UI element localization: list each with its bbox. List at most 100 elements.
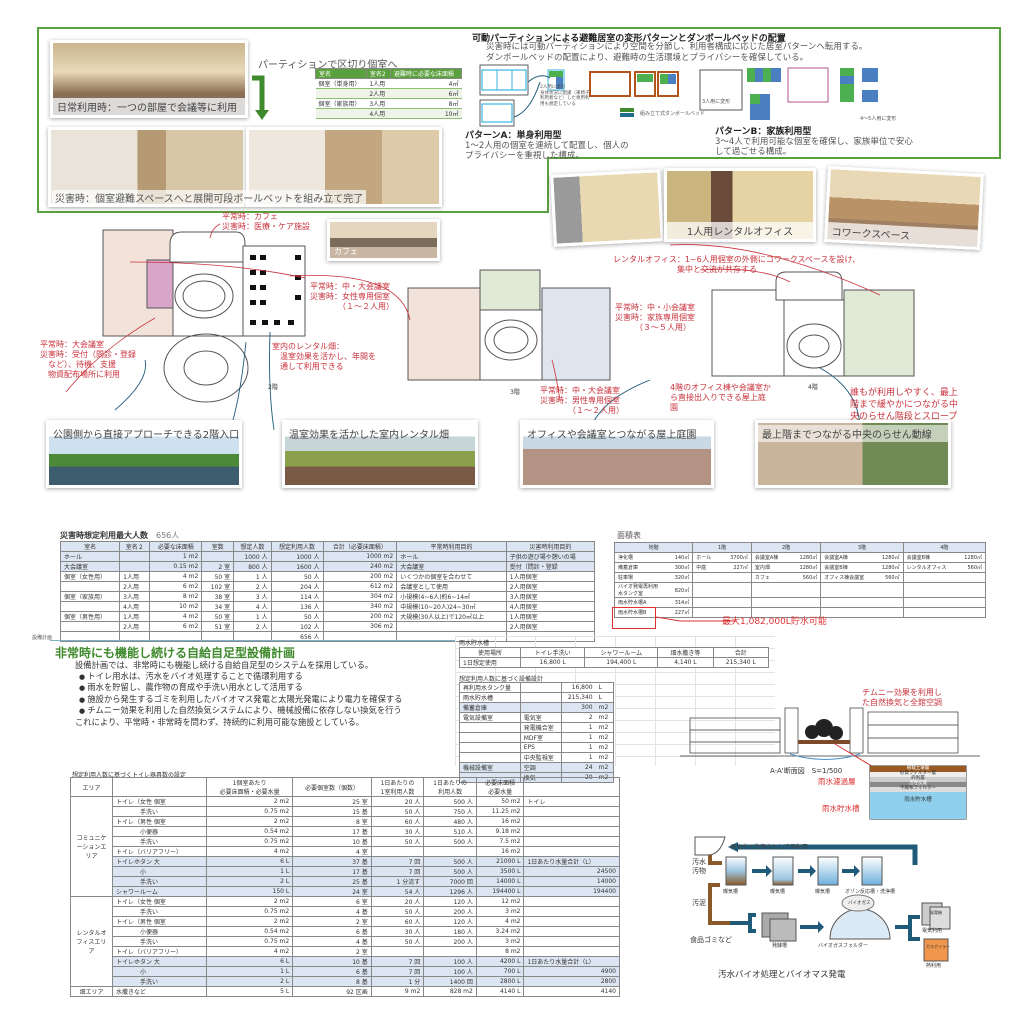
table-cell: 320㎡ <box>665 572 694 583</box>
table-cell <box>59 621 121 632</box>
table-cell: 6 基 <box>292 926 372 937</box>
table-cell: 16,800 <box>560 682 596 693</box>
table-cell: 2 <box>560 712 596 723</box>
table-cell: 5 L <box>205 986 294 997</box>
table-cell <box>519 692 562 703</box>
table-cell <box>423 846 477 857</box>
table-cell: 120 人 <box>423 916 477 927</box>
column-header: 災害時利用目的 <box>505 541 596 552</box>
table-cell: 50 人 <box>370 806 425 817</box>
table-cell: 700 L <box>475 966 525 977</box>
column-header: 室名 <box>59 541 121 552</box>
table-cell: 会議室A棟 <box>750 552 790 563</box>
photo-cafe: カフェ <box>327 219 440 261</box>
facility-title: 想定利用人数に基づく設備設計 <box>459 676 544 683</box>
table-cell: 4 人 <box>233 601 272 612</box>
table-cell: 102 人 <box>270 621 324 632</box>
table-cell <box>523 936 620 947</box>
table-cell <box>315 108 367 119</box>
table-cell: 小便器 <box>112 926 207 937</box>
bed-legend: 組み立て式ダンボールベッド <box>640 111 706 117</box>
table-cell: 102 室 <box>201 581 235 592</box>
column-header: 必要個室数（個数） <box>292 777 372 797</box>
column-header: 必要な床面積 <box>149 541 203 552</box>
table-cell <box>720 597 752 608</box>
table-cell: 4人用 <box>119 601 151 612</box>
table-cell: 1日あたり水量合計（L） <box>523 856 620 867</box>
table-cell: 92 区画 <box>292 986 372 997</box>
table-cell: 駐車場 <box>613 572 666 583</box>
table-cell: 54 人 <box>370 886 425 897</box>
note-2person: 2人用に変形 身体状況に配慮（車椅子 利用者など）した専用利 用も想定している <box>540 85 590 107</box>
table-cell <box>119 561 151 572</box>
section-label: A-A'断面図 S=1/500 <box>770 767 843 775</box>
photo-daily-meeting: 日常利用時：一つの部屋で会議等に利用 <box>50 40 248 118</box>
table-cell: 再利用水タンク量 <box>459 682 521 693</box>
table-cell: 2 人 <box>233 621 272 632</box>
column-header: 室名２ <box>119 541 151 552</box>
table-cell: m2 <box>595 702 614 713</box>
table-cell: 7 回 <box>370 956 425 967</box>
table-cell <box>692 607 721 618</box>
table-cell: 227㎡ <box>720 562 752 573</box>
table-cell: 2 室 <box>292 946 372 957</box>
table-cell: 30 人 <box>370 826 425 837</box>
toilet-title: 想定利用人数に基づくトイレ器具数の設定 <box>72 772 187 779</box>
capacity-title: 災害時想定利用最大人数 656人 <box>60 530 179 541</box>
photo-rental-office-b: 1人用レンタルオフィス <box>664 168 816 242</box>
section-diagram <box>680 707 980 820</box>
table-cell: 100 人 <box>423 966 477 977</box>
table-cell: 0.54 m2 <box>205 826 294 837</box>
table-cell <box>692 572 721 583</box>
table-cell <box>902 607 955 618</box>
table-cell: 2 m2 <box>205 796 294 807</box>
table-cell: 24 <box>560 762 596 773</box>
layer-label: 不織布フィルター <box>900 786 936 791</box>
table-cell: 200 人 <box>423 936 477 947</box>
table-cell: 2800 L <box>475 976 525 987</box>
bio-caption: 汚水バイオ処理とバイオマス発電 <box>718 970 846 980</box>
column-header: 室数 <box>201 541 235 552</box>
desc-line: 災害時には可動パーティションにより空間を分節し、利用者構成に応じた居室パターンへ… <box>486 42 868 52</box>
table-cell <box>523 806 620 817</box>
column-header: トイレ手洗い <box>520 647 586 658</box>
table-cell: 2人用個室 <box>505 581 596 592</box>
floor-4-label: 4階 <box>808 384 818 391</box>
table-cell: 34 室 <box>201 601 235 612</box>
table-cell: 3.24 m2 <box>475 926 525 937</box>
photo-caption: 最上階までつながる中央のらせん動線 <box>758 425 948 442</box>
table-cell: 1 人 <box>233 611 272 622</box>
table-cell <box>370 846 425 857</box>
table-cell: 0.15 m2 <box>149 561 203 572</box>
table-cell: 発電機合室 <box>519 722 562 733</box>
tank-label: オゾン反応槽・洗浄槽 <box>845 889 896 895</box>
table-cell <box>872 607 904 618</box>
photo-caption-disaster: 災害時：個室避難スペースへと展開可段ボールベットを組み立て完了 <box>52 190 367 205</box>
section-small-label: 設備計画 <box>32 635 53 641</box>
divider <box>50 640 455 641</box>
table-cell: 1日想定使用 <box>458 657 522 668</box>
table-cell <box>750 582 790 598</box>
table-cell: トイレ（女性 個室 <box>112 896 207 907</box>
table-cell: 25 室 <box>292 796 372 807</box>
equipment-body: 設備計画では、非常時にも機能し続ける自給自足型のシステムを採用している。 トイレ… <box>75 660 420 727</box>
table-cell <box>523 916 620 927</box>
table-cell: 4900 <box>523 966 620 977</box>
table-cell: 1000 人 <box>233 551 272 562</box>
table-cell: 480 人 <box>423 816 477 827</box>
table-cell <box>720 582 752 598</box>
capacity-title-text: 災害時想定利用最大人数 <box>60 531 148 540</box>
table-cell: トイレ（バリアフリー） <box>112 846 207 857</box>
table-cell <box>789 582 822 598</box>
